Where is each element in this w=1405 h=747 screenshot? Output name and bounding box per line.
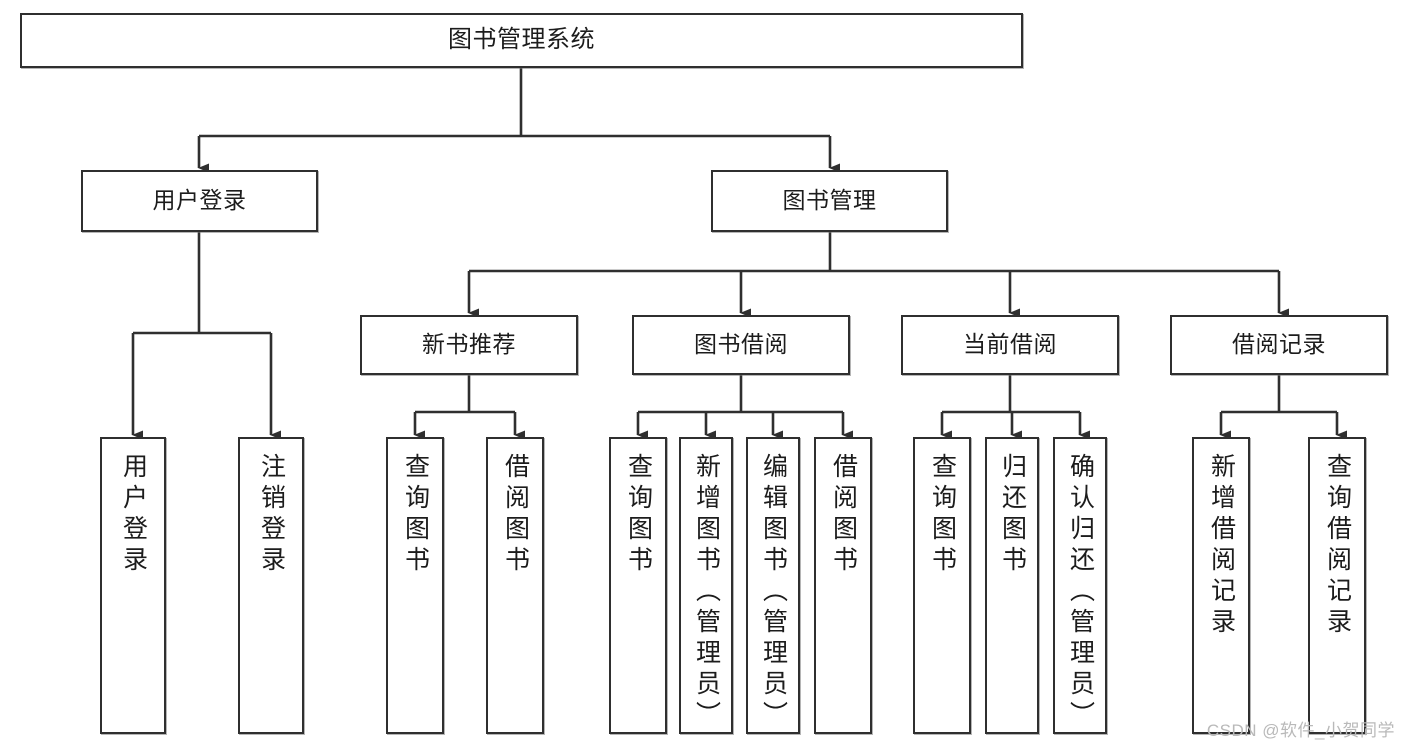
node-label: 注销登录: [257, 453, 286, 577]
node-label: 新增图书（管理员）: [692, 453, 721, 732]
node-user-login-action[interactable]: 用户登录: [100, 437, 166, 734]
node-label: 图书管理系统: [448, 26, 595, 54]
node-rec-query-book[interactable]: 查询图书: [386, 437, 444, 734]
node-cur-confirm-return[interactable]: 确认归还（管理员）: [1053, 437, 1107, 734]
node-label: 新增借阅记录: [1207, 453, 1236, 639]
node-rec-add-record[interactable]: 新增借阅记录: [1192, 437, 1250, 734]
node-label: 查询图书: [401, 453, 430, 577]
node-rec-query-record[interactable]: 查询借阅记录: [1308, 437, 1366, 734]
node-user-logout-action[interactable]: 注销登录: [238, 437, 304, 734]
node-label: 借阅记录: [1232, 331, 1326, 358]
node-book-management-system[interactable]: 图书管理系统: [20, 13, 1023, 68]
node-label: 借阅图书: [829, 453, 858, 577]
node-label: 当前借阅: [963, 331, 1057, 358]
node-label: 图书管理: [782, 187, 877, 214]
node-borrow-edit-book[interactable]: 编辑图书（管理员）: [746, 437, 800, 734]
node-borrow-record[interactable]: 借阅记录: [1170, 315, 1388, 375]
node-new-book-recommendation[interactable]: 新书推荐: [360, 315, 578, 375]
node-label: 编辑图书（管理员）: [759, 453, 788, 732]
node-label: 借阅图书: [501, 453, 530, 577]
csdn-watermark: CSDN @软件_小贺同学: [1206, 721, 1395, 740]
node-rec-borrow-book[interactable]: 借阅图书: [486, 437, 544, 734]
node-cur-query-book[interactable]: 查询图书: [913, 437, 971, 734]
node-current-borrow[interactable]: 当前借阅: [901, 315, 1119, 375]
node-label: 用户登录: [119, 453, 148, 577]
node-label: 查询借阅记录: [1323, 453, 1352, 639]
node-label: 查询图书: [928, 453, 957, 577]
node-label: 确认归还（管理员）: [1066, 453, 1095, 732]
node-label: 用户登录: [152, 187, 247, 214]
node-book-borrow[interactable]: 图书借阅: [632, 315, 850, 375]
node-book-management[interactable]: 图书管理: [711, 170, 948, 232]
node-label: 图书借阅: [694, 331, 788, 358]
node-borrow-add-book[interactable]: 新增图书（管理员）: [679, 437, 733, 734]
node-label: 查询图书: [624, 453, 653, 577]
node-cur-return-book[interactable]: 归还图书: [985, 437, 1039, 734]
node-borrow-query-book[interactable]: 查询图书: [609, 437, 667, 734]
node-label: 归还图书: [998, 453, 1027, 577]
node-borrow-borrow-book[interactable]: 借阅图书: [814, 437, 872, 734]
node-label: 新书推荐: [422, 331, 516, 358]
node-user-login[interactable]: 用户登录: [81, 170, 318, 232]
